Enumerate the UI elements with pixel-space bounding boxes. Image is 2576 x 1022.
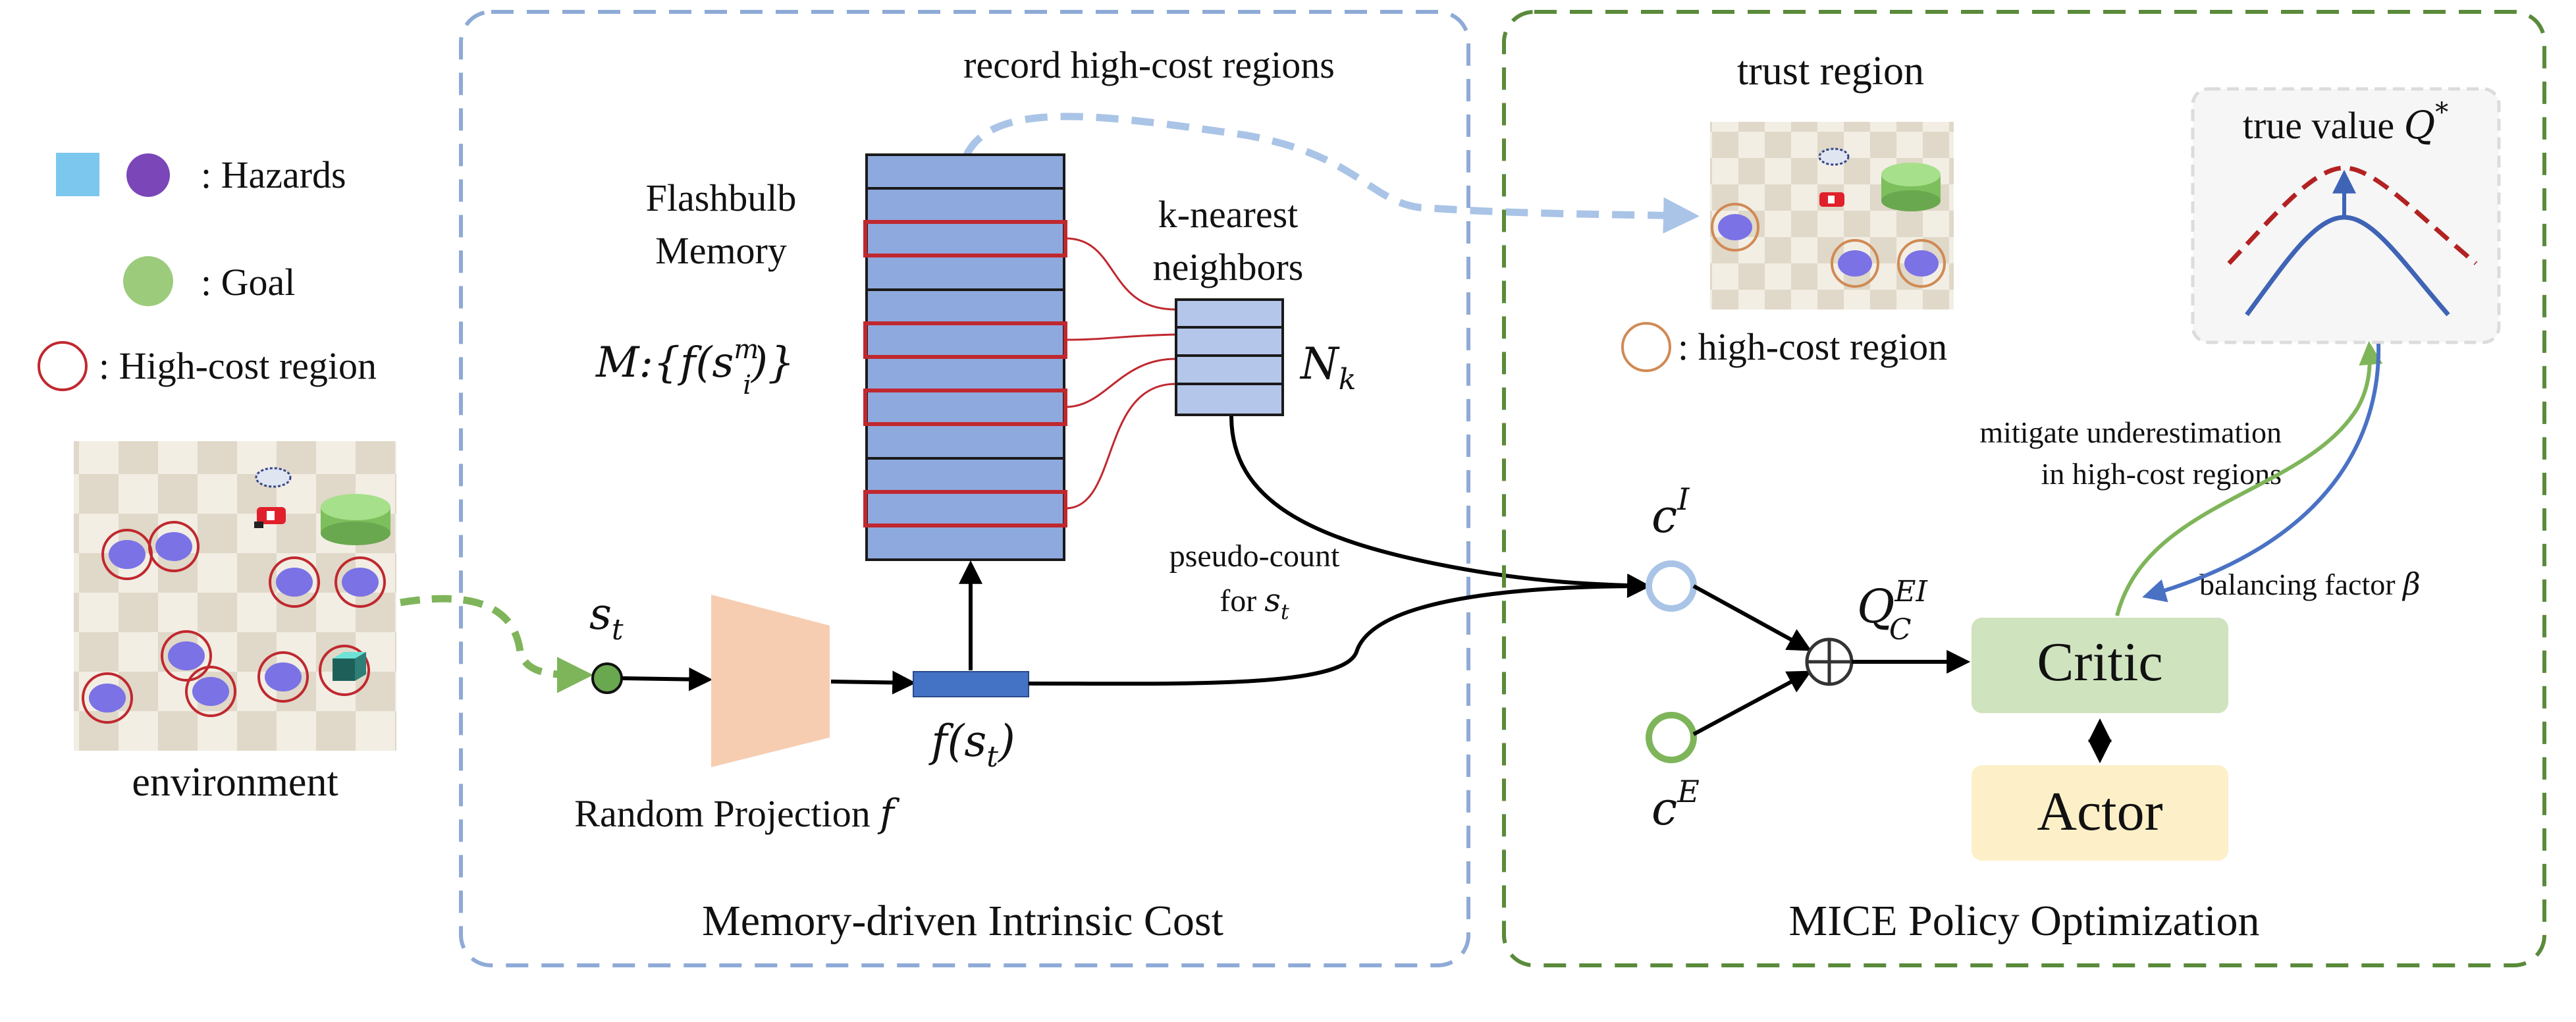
policy-panel-title: MICE Policy Optimization xyxy=(1789,897,2260,945)
trust-hazard-2 xyxy=(1831,239,1879,288)
ce-label: cE xyxy=(1651,774,1700,836)
critic-block xyxy=(1972,618,2228,713)
balancing-label: balancing factor β xyxy=(2199,566,2421,602)
critic-label: Critic xyxy=(2037,632,2162,693)
sum-node xyxy=(1805,637,1854,686)
environment-scene: environment xyxy=(74,441,396,805)
true-value-label: true value Q* xyxy=(2243,97,2448,148)
goal-label: : Goal xyxy=(201,261,295,304)
trust-high-cost-ring-icon xyxy=(1621,322,1671,372)
hazard-6 xyxy=(185,666,236,717)
flashbulb-label-line1: Flashbulb xyxy=(646,176,797,219)
memory-panel-border xyxy=(459,10,1470,967)
robot-icon xyxy=(254,467,292,528)
trust-robot-icon xyxy=(1818,148,1850,207)
true-value-curve xyxy=(2245,215,2450,317)
state-to-projection-arrow xyxy=(621,667,713,691)
hazard-square-icon xyxy=(56,153,99,196)
nk-label: Nk xyxy=(1299,338,1356,396)
state-node xyxy=(591,662,623,694)
environment-label: environment xyxy=(132,760,338,805)
memory-panel-title: Memory-driven Intrinsic Cost xyxy=(702,897,1223,945)
ci-label: cI xyxy=(1651,481,1690,543)
feature-to-ci-curve xyxy=(1028,574,1651,686)
actor-label: Actor xyxy=(2037,781,2162,842)
record-arrow xyxy=(963,113,1700,234)
hazard-8 xyxy=(257,651,309,703)
random-projection-block xyxy=(711,595,830,767)
pseudo-count-line1: pseudo-count xyxy=(1169,539,1340,574)
knn-label-line1: k-nearest xyxy=(1158,193,1299,236)
state-label: st xyxy=(589,589,624,647)
high-cost-ring-icon xyxy=(38,341,88,391)
knn-label-line2: neighbors xyxy=(1153,246,1304,288)
trust-hazard-1 xyxy=(1711,203,1759,252)
mitigate-label-line1: mitigate underestimation xyxy=(1979,416,2282,449)
policy-panel-border xyxy=(1502,10,2546,967)
hazard-2 xyxy=(148,521,200,572)
feature-vector-bar xyxy=(913,671,1029,697)
env-to-state-arrow xyxy=(400,595,593,693)
legend: : Hazards : Goal : High-cost region xyxy=(38,153,377,391)
knn-block xyxy=(1175,298,1284,416)
high-cost-label: : High-cost region xyxy=(99,344,377,387)
trust-region-scene xyxy=(1710,122,1954,309)
actor-block xyxy=(1972,765,2228,861)
trust-goal-cylinder-icon xyxy=(1881,163,1941,211)
balancing-arrow xyxy=(2142,343,2381,603)
ci-to-sum-arrow xyxy=(1692,584,1812,651)
knn-connectors xyxy=(1065,237,1177,510)
memory-panel: Memory-driven Intrinsic Cost record high… xyxy=(459,10,1700,967)
knn-to-ci-curve xyxy=(1229,416,1651,598)
hazard-3 xyxy=(269,556,320,608)
projection-to-feature-arrow xyxy=(830,670,917,695)
pseudo-count-line2: for st xyxy=(1220,582,1289,624)
hazards-label: : Hazards xyxy=(201,153,346,196)
mitigate-label-line2: in high-cost regions xyxy=(2041,457,2282,491)
trust-region-label: trust region xyxy=(1737,49,1924,94)
feature-label: f(st) xyxy=(928,716,1015,774)
hazard-5 xyxy=(161,630,212,682)
memory-stack xyxy=(863,153,1067,561)
goal-cylinder-icon xyxy=(321,494,390,545)
hazard-4 xyxy=(335,556,386,608)
hazard-circle-icon xyxy=(126,153,170,197)
flashbulb-label-line2: Memory xyxy=(655,229,787,272)
ce-node xyxy=(1646,712,1697,763)
ci-node xyxy=(1646,560,1697,612)
trust-high-cost-label: : high-cost region xyxy=(1678,325,1947,368)
ce-to-sum-arrow xyxy=(1692,670,1812,736)
projection-label: Random Projection f xyxy=(574,791,900,836)
hazard-cube xyxy=(319,645,370,696)
record-label: record high-cost regions xyxy=(963,43,1335,86)
estimated-value-curve xyxy=(2227,165,2478,265)
environment-hazards xyxy=(82,521,386,724)
mitigate-arrow xyxy=(2115,340,2383,616)
goal-icon xyxy=(123,256,173,306)
hazard-7 xyxy=(82,672,133,724)
policy-panel: MICE Policy Optimization trust region : … xyxy=(1502,10,2546,967)
trust-hazard-3 xyxy=(1897,239,1946,288)
